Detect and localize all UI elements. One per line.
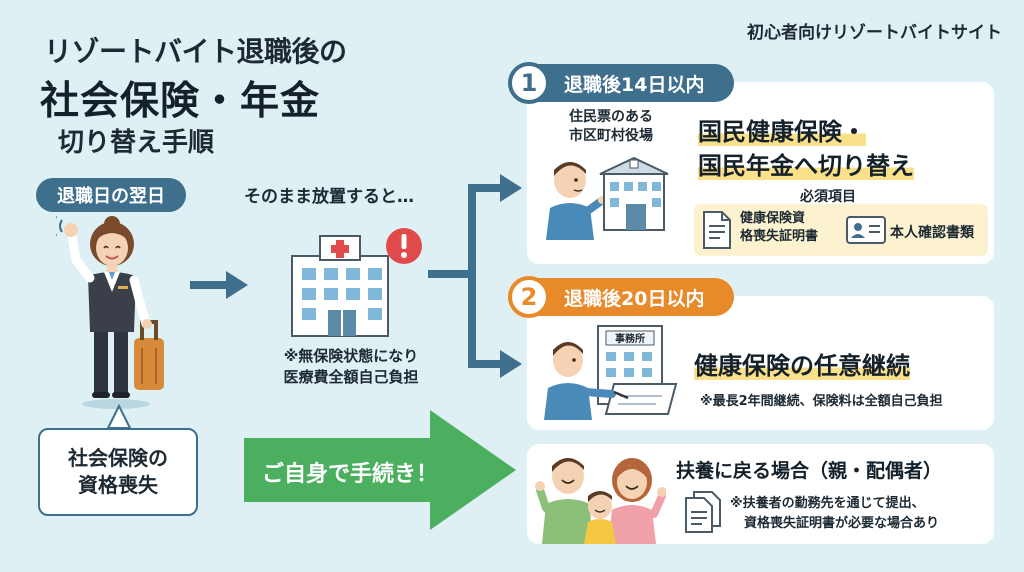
step2-number: 2 <box>508 276 550 318</box>
document-icon <box>703 211 731 249</box>
office-line1: 住民票のある <box>569 109 653 125</box>
id-card-icon <box>846 216 886 244</box>
step1-number: 1 <box>508 62 550 104</box>
office-illustration: 事務所 <box>544 325 678 420</box>
documents-icon <box>685 491 721 533</box>
step1-deadline: 退職後14日以内 <box>512 64 734 102</box>
uninsured-line1: ※無保険状態になり <box>283 347 419 365</box>
uninsured-line2: 医療費全額自己負担 <box>283 368 419 386</box>
office-sign: 事務所 <box>615 332 645 345</box>
step1-main-line2-text: 国民年金へ切り替え <box>698 152 914 180</box>
branch-arrow-icon <box>428 174 522 378</box>
step3-main: 扶養に戻る場合（親・配偶者） <box>676 460 943 482</box>
city-office-illustration <box>546 156 669 240</box>
required-items-panel <box>694 204 988 256</box>
arrow-right-icon <box>190 271 248 299</box>
resort-staff-illustration <box>56 216 164 409</box>
required-doc-loss-certificate: 健康保険資 格喪失証明書 <box>740 210 818 246</box>
step2-main: 健康保険の任意継続 <box>694 346 910 381</box>
city-office-label: 住民票のある 市区町村役場 <box>556 108 666 146</box>
step1-main-line1-text: 国民健康保険・ <box>698 118 866 146</box>
doc1-line2: 格喪失証明書 <box>740 229 819 245</box>
step3-note-line2: 資格喪失証明書が必要な場合あり <box>744 515 940 531</box>
doc1-line1: 健康保険資 <box>740 211 806 226</box>
leave-warning-text: そのまま放置すると… <box>244 187 414 207</box>
step3-note-line1: ※扶養者の勤務先を通じて提出、 <box>730 496 925 511</box>
title-line1: リゾートバイト退職後の <box>44 35 347 68</box>
insurance-loss-box: 社会保険の 資格喪失 <box>38 428 198 516</box>
loss-line1: 社会保険の <box>68 446 168 470</box>
hospital-warning-illustration <box>291 228 422 337</box>
title-line3: 切り替え手順 <box>58 128 215 158</box>
office-line2: 市区町村役場 <box>569 127 653 144</box>
self-procedure-label: ご自身で手続き！ <box>262 462 439 487</box>
step2-deadline: 退職後20日以内 <box>512 278 734 316</box>
step1-main-line1: 国民健康保険・ <box>698 112 866 147</box>
step2-note: ※最長2年間継続、保険料は全額自己負担 <box>700 394 943 409</box>
self-procedure-arrow-icon <box>244 410 516 530</box>
site-name: 初心者向けリゾートバイトサイト <box>747 23 1002 43</box>
step1-main-line2: 国民年金へ切り替え <box>698 146 914 181</box>
step3-note: ※扶養者の勤務先を通じて提出、 資格喪失証明書が必要な場合あり <box>730 494 939 533</box>
required-doc-id: 本人確認書類 <box>890 225 974 241</box>
speech-pointer <box>106 403 132 429</box>
step2-main-text: 健康保険の任意継続 <box>694 352 910 380</box>
day-after-retirement-badge: 退職日の翌日 <box>36 178 186 212</box>
family-illustration <box>535 458 666 544</box>
required-items-label: 必須項目 <box>800 189 856 205</box>
title-line2: 社会保険・年金 <box>40 79 321 124</box>
uninsured-note: ※無保険状態になり 医療費全額自己負担 <box>256 346 446 388</box>
loss-line2: 資格喪失 <box>78 473 158 497</box>
